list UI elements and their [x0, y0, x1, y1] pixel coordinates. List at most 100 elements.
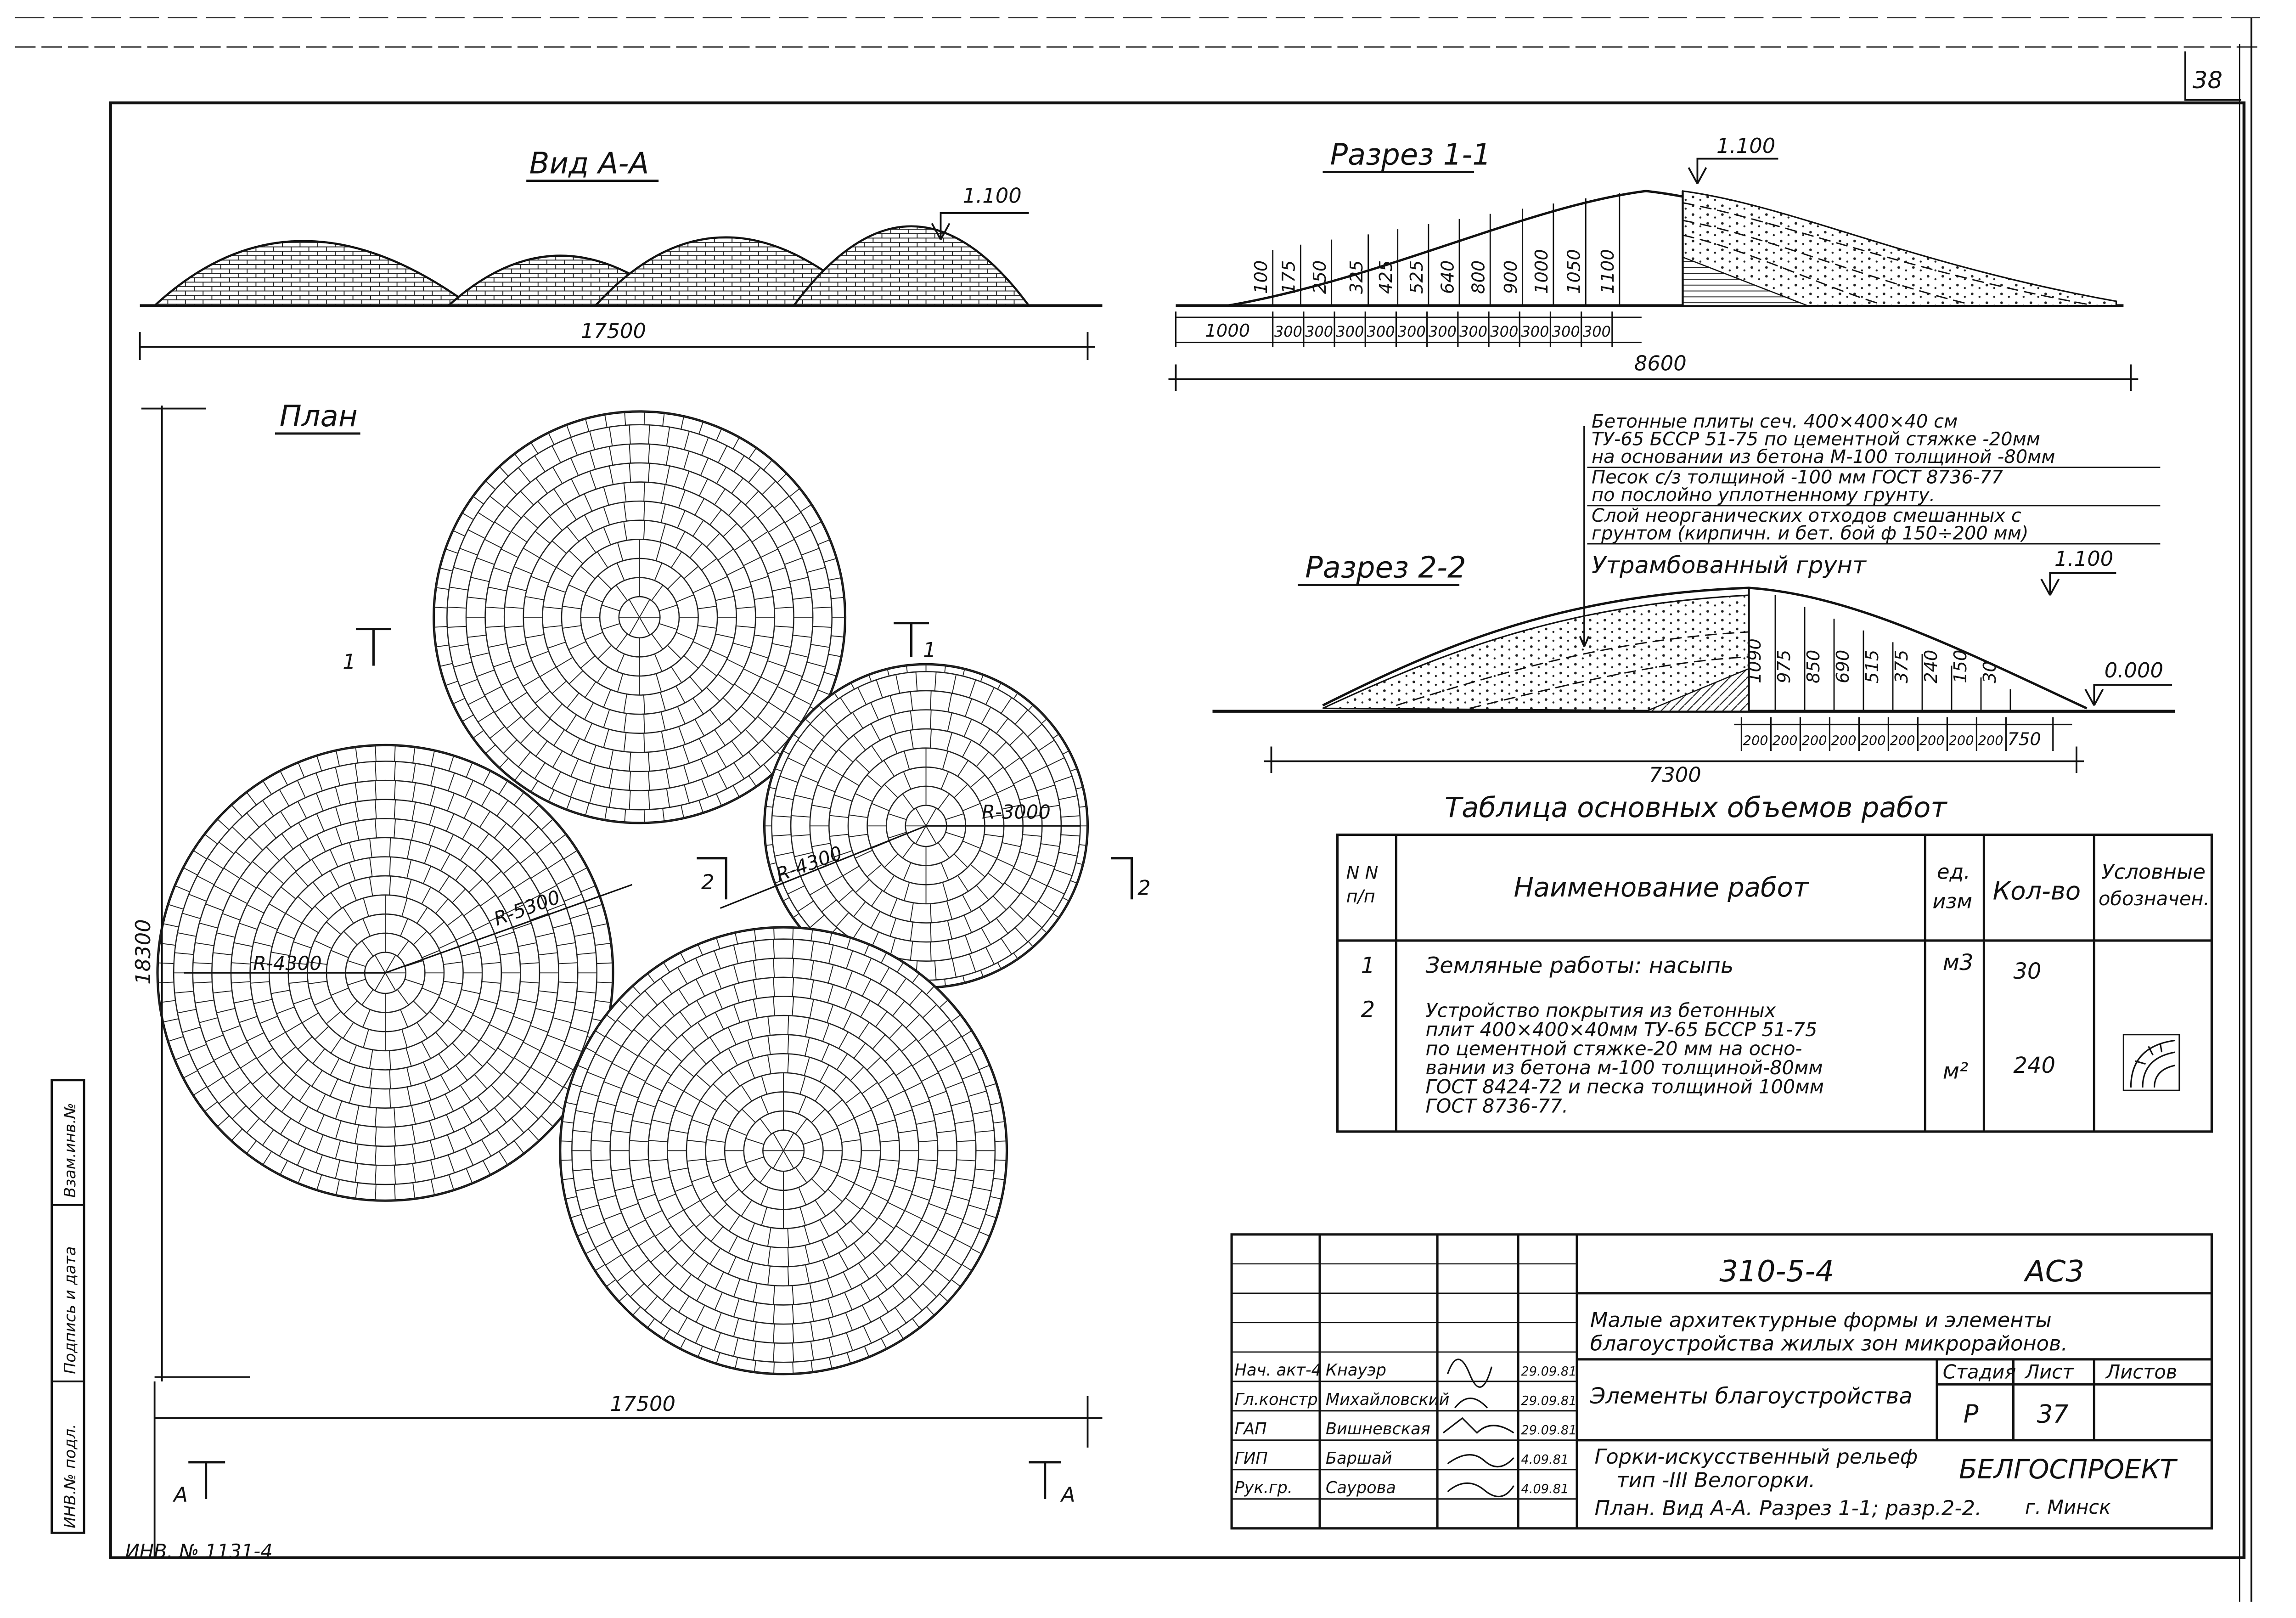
- plan: План R-5300 R-4300 R-4300 R-3000 17500 1…: [131, 400, 1151, 1558]
- table-row-unit: м3: [1943, 950, 1974, 975]
- signatory-date: 4.09.81: [1521, 1453, 1569, 1467]
- layer-note: Песок с/з толщиной -100 мм ГОСТ 8736-77: [1592, 467, 2003, 488]
- table-row-name: Земляные работы: насыпь: [1425, 953, 1733, 978]
- stamp-signature-date: Подпись и дата: [61, 1246, 79, 1374]
- section-22-title: Разрез 2-2: [1305, 551, 1466, 585]
- section-22-height-label: 690: [1833, 650, 1853, 683]
- section-22-step-label: 200: [1890, 733, 1915, 748]
- section-11-step-label: 300: [1305, 323, 1333, 340]
- section-22-step-label: 200: [1773, 733, 1798, 748]
- signatory-name: Баршай: [1326, 1449, 1392, 1468]
- section-11-title: Разрез 1-1: [1330, 138, 1491, 172]
- section-22-step-label: 200: [1919, 733, 1945, 748]
- title-block: 310-5-4 АС3 Малые архитектурные формы и …: [1230, 1233, 2213, 1530]
- title-drawing-line3: План. Вид А-А. Разрез 1-1; разр.2-2.: [1594, 1496, 1981, 1520]
- sheet-number: 38: [2193, 67, 2223, 94]
- table-row-unit: м²: [1943, 1059, 1968, 1084]
- radius-label-4: R-3000: [982, 801, 1051, 823]
- table-row-name: вании из бетона м-100 толщиной-80мм: [1425, 1056, 1823, 1079]
- signatory-date: 4.09.81: [1521, 1482, 1569, 1496]
- plan-paving-circles: [156, 410, 1089, 1376]
- section-22-step-label: 200: [1831, 733, 1857, 748]
- signatory-date: 29.09.81: [1521, 1394, 1576, 1408]
- section-22-height-label: 515: [1862, 650, 1883, 683]
- paving-symbol: [2122, 1034, 2180, 1091]
- section-11-height-label: 175: [1279, 260, 1300, 294]
- title-section: Элементы благоустройства: [1590, 1383, 1913, 1409]
- title-stage-label: Стадия: [1943, 1360, 2016, 1383]
- cut-mark-1-right: 1: [923, 637, 936, 662]
- signatory-role: Нач. акт-4: [1234, 1361, 1322, 1380]
- title-project-line1: Малые архитектурные формы и элементы: [1590, 1308, 2052, 1332]
- layer-note: грунтом (кирпичн. и бет. бой ф 150÷200 м…: [1592, 523, 2028, 544]
- section-11-height-label: 1000: [1531, 249, 1552, 294]
- section-22-height-label: 240: [1921, 650, 1941, 683]
- title-sheets-label: Листов: [2105, 1360, 2177, 1383]
- section-11-height-label: 325: [1346, 260, 1367, 294]
- section-11-step-label: 300: [1367, 323, 1395, 340]
- table-row-num: 2: [1361, 997, 1375, 1022]
- section-11-step-label: 300: [1459, 323, 1487, 340]
- stamp-replaces-inv: Взам.инв.№: [61, 1103, 79, 1198]
- layer-note: Утрамбованный грунт: [1592, 552, 1867, 579]
- volume-table-title: Таблица основных объемов работ: [1445, 792, 1947, 824]
- view-aa: Вид А-А 1.100 17500: [139, 147, 1103, 360]
- table-row-name: ГОСТ 8736-77.: [1425, 1094, 1568, 1117]
- plan-dim-vertical: 18300: [131, 919, 155, 984]
- title-org: БЕЛГОСПРОЕКТ: [1959, 1454, 2178, 1485]
- signatory-role: ГАП: [1234, 1420, 1266, 1438]
- section-11-height-label: 900: [1501, 260, 1521, 294]
- table-header-unit-a: ед.: [1937, 859, 1970, 884]
- inventory-number: ИНВ. № 1131-4: [125, 1540, 273, 1562]
- table-header-symbol-b: обозначен.: [2099, 887, 2210, 910]
- section-11-height-label: 1050: [1564, 249, 1584, 294]
- title-city: г. Минск: [2025, 1496, 2110, 1518]
- title-stage: Р: [1964, 1399, 1979, 1428]
- section-11-height-label: 1100: [1598, 249, 1618, 294]
- cut-marks: [188, 622, 1133, 1499]
- section-11-height-label: 525: [1407, 260, 1427, 294]
- section-22-step-label: 200: [1802, 733, 1827, 748]
- stamp-inv-original: ИНВ.№ подл.: [61, 1424, 79, 1528]
- section-11-height-label: 425: [1376, 260, 1396, 294]
- section-11-step-label: 300: [1521, 323, 1549, 340]
- plan-dim-horizontal: 17500: [610, 1392, 675, 1416]
- plan-title: План: [280, 400, 358, 434]
- signatory-date: 29.09.81: [1521, 1364, 1576, 1379]
- view-aa-title: Вид А-А: [529, 147, 649, 181]
- paving-circle: [559, 926, 1008, 1376]
- signatures: [1442, 1359, 1514, 1498]
- view-aa-level: 1.100: [963, 184, 1022, 208]
- signatory-name: Кнауэр: [1326, 1361, 1386, 1380]
- title-drawing-line2: тип -III Велогорки.: [1616, 1468, 1815, 1492]
- cut-mark-a-left: А: [172, 1483, 188, 1507]
- signatory-name: Михайловский: [1326, 1390, 1450, 1409]
- section-22-step-label: 200: [1949, 733, 1974, 748]
- layer-note: по послойно уплотненному грунту.: [1592, 485, 1935, 506]
- title-sheet-label: Лист: [2024, 1360, 2074, 1383]
- section-22-height-label: 30: [1980, 661, 2000, 683]
- section-11-step-label: 300: [1583, 323, 1611, 340]
- signatory-name: Саурова: [1326, 1478, 1396, 1497]
- section-22-level-top: 1.100: [2054, 547, 2113, 571]
- table-header-num-a: N N: [1346, 863, 1379, 883]
- paving-circle: [433, 410, 847, 824]
- sheet-frame: [15, 17, 2263, 1602]
- table-row-name: плит 400×400×40мм ТУ-65 БССР 51-75: [1425, 1018, 1817, 1041]
- section-11-step-label: 1000: [1205, 321, 1250, 341]
- cut-mark-1-left: 1: [343, 649, 356, 674]
- signatory-name: Вишневская: [1326, 1420, 1430, 1438]
- section-11-step-label: 300: [1490, 323, 1518, 340]
- section-11-step-label: 300: [1398, 323, 1426, 340]
- table-row-name: ГОСТ 8424-72 и песка толщиной 100мм: [1425, 1076, 1824, 1098]
- cut-mark-2-right: 2: [1137, 876, 1151, 900]
- table-row-name: по цементной стяжке-20 мм на осно-: [1425, 1037, 1802, 1060]
